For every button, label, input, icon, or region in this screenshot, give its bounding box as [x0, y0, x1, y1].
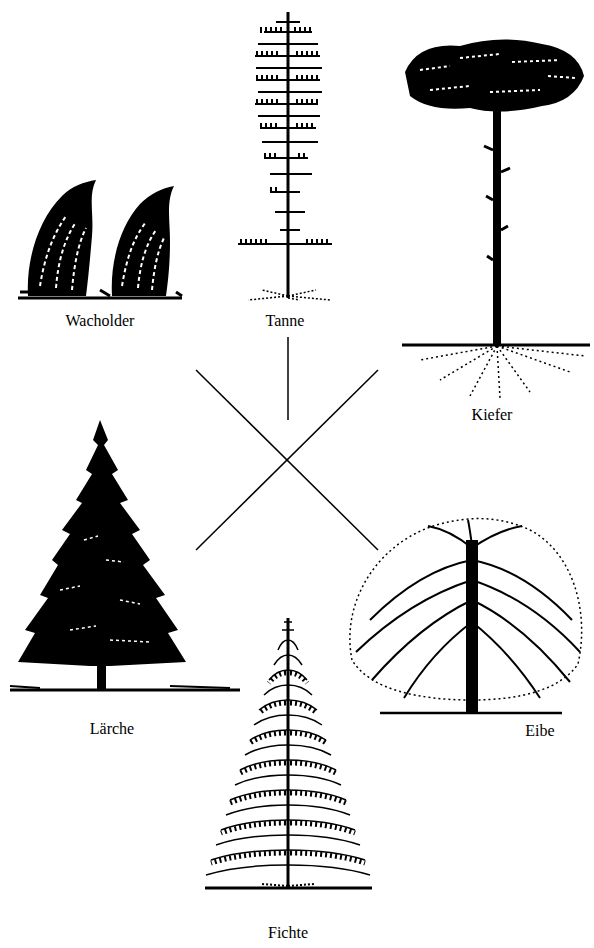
- fir-tree: [238, 12, 332, 300]
- tree-name: Lärche: [90, 720, 134, 738]
- larch-tree: [10, 420, 240, 690]
- tree-name: Eibe: [525, 722, 554, 740]
- tree-name: Tanne: [266, 312, 305, 330]
- tree-name: Kiefer: [472, 406, 513, 424]
- yew-tree: [350, 519, 582, 713]
- juniper-tree: [18, 180, 182, 298]
- pine-tree: [402, 39, 590, 398]
- tree-name: Wacholder: [66, 312, 135, 330]
- spruce-tree: [205, 618, 372, 888]
- cross-lines: [196, 337, 378, 550]
- tree-name: Fichte: [268, 924, 308, 942]
